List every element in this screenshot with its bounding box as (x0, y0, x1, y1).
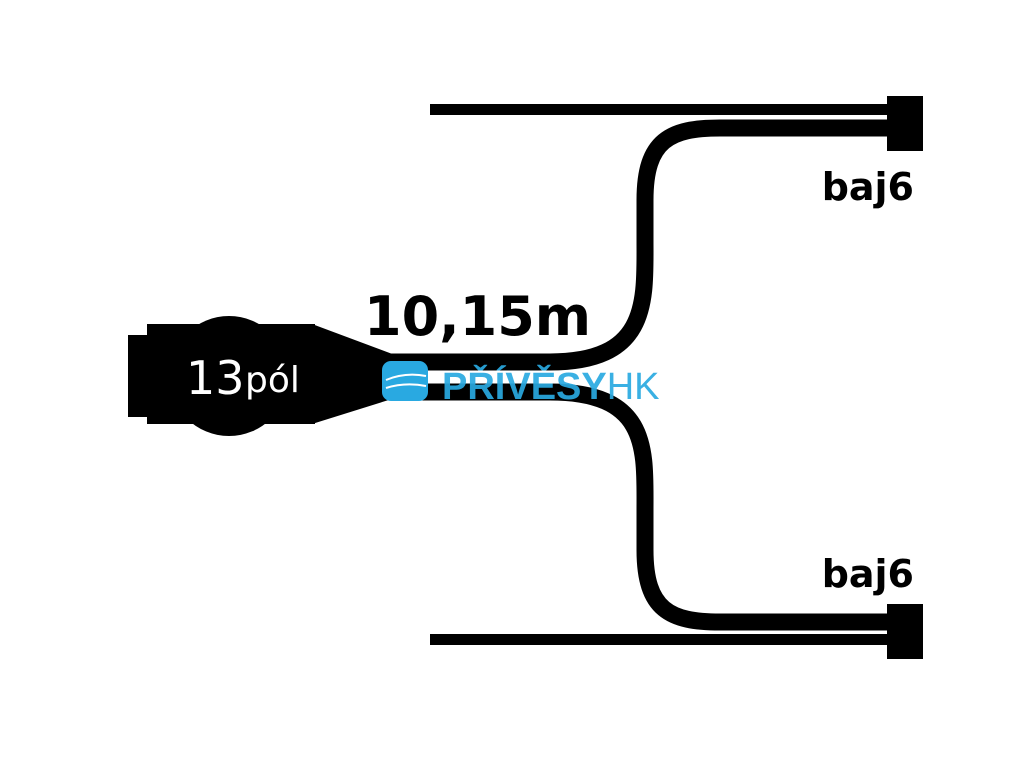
upper-length-line (430, 104, 890, 115)
watermark: PŘÍVĚSYHK (382, 361, 660, 408)
plug-body (128, 316, 395, 436)
lower-branch-cable (380, 383, 890, 631)
upper-connector-label: baj6 (822, 165, 914, 209)
lower-connector (887, 604, 923, 659)
plug-pin-suffix: pól (245, 360, 300, 401)
cable-length-label: 10,15m (364, 285, 591, 348)
plug-pin-count: 13 (186, 351, 245, 405)
watermark-text: PŘÍVĚSYHK (442, 364, 660, 408)
lower-length-line (430, 634, 890, 645)
lower-connector-label: baj6 (822, 552, 914, 596)
watermark-logo-icon (382, 361, 428, 401)
upper-connector (887, 96, 923, 151)
upper-branch-cable (380, 119, 890, 371)
